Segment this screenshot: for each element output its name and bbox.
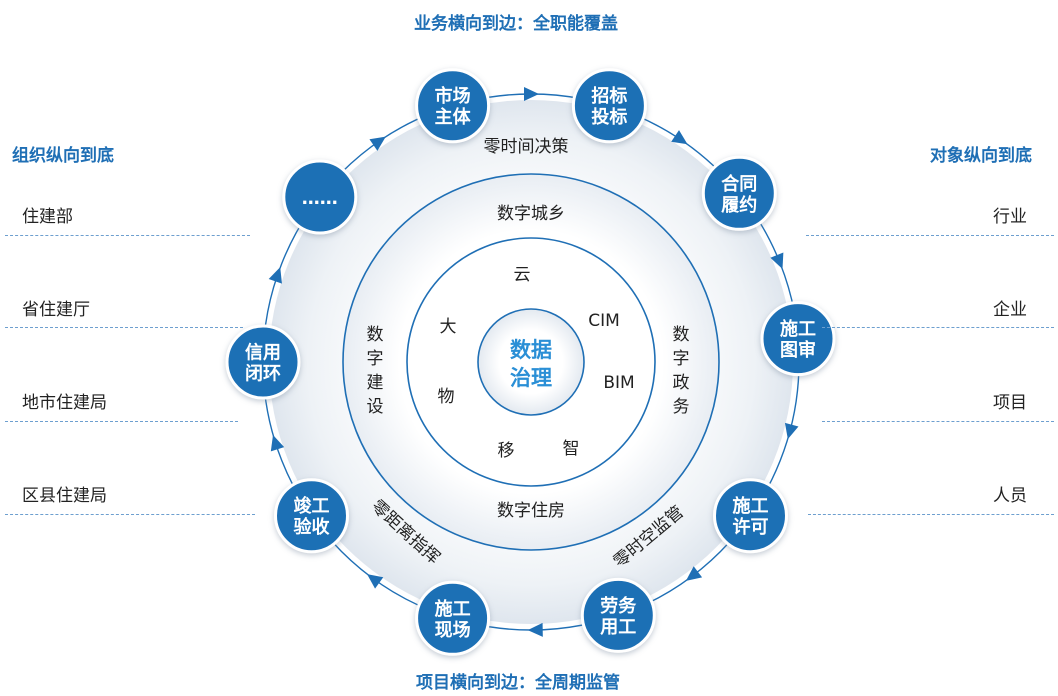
left-item-city: 地市住建局 xyxy=(22,393,107,413)
node-label: 市场 xyxy=(435,85,471,107)
right-title: 对象纵向到底 xyxy=(930,146,1032,166)
orbit-arrows xyxy=(268,87,799,637)
node-circle xyxy=(713,478,788,554)
node-label: 许可 xyxy=(733,516,769,538)
orbit-arrow xyxy=(784,422,799,440)
node-label: 施工 xyxy=(780,318,816,340)
node-label: 招标 xyxy=(591,85,627,107)
left-item-county: 区县住建局 xyxy=(22,486,107,506)
node-label: 用工 xyxy=(600,617,636,638)
middle-label-top: 数字城乡 xyxy=(497,204,565,224)
node-label: 投标 xyxy=(591,106,627,128)
node-label: 图审 xyxy=(780,339,816,361)
left-divider xyxy=(5,235,250,236)
node-label: 信用 xyxy=(245,342,281,364)
orbit-arrow xyxy=(527,622,543,637)
orbit-arrow xyxy=(367,574,384,589)
node-circle xyxy=(571,68,647,144)
orbit-arrow xyxy=(524,87,539,101)
orbit-arrow xyxy=(671,130,688,145)
orbit-arrow xyxy=(685,566,703,581)
ring-label-top: 零时间决策 xyxy=(484,137,569,157)
top-title: 业务横向到边：全职能覆盖 xyxy=(414,14,618,34)
right-divider xyxy=(822,327,1054,328)
left-item-ministry: 住建部 xyxy=(22,207,73,227)
right-divider xyxy=(808,514,1054,515)
bottom-title: 项目横向到边：全周期监管 xyxy=(416,673,620,693)
node-label: …… xyxy=(302,188,338,209)
node-circle xyxy=(760,301,836,377)
right-divider xyxy=(822,421,1054,422)
node-label: 施工 xyxy=(435,598,471,620)
right-divider xyxy=(806,235,1054,236)
node-label: 施工 xyxy=(733,495,769,517)
left-divider xyxy=(5,514,255,515)
orbit-arrow xyxy=(270,434,285,452)
right-item-project: 项目 xyxy=(993,393,1027,413)
left-divider xyxy=(5,327,243,328)
node-label: 主体 xyxy=(435,106,472,128)
inner-label-mobile: 移 xyxy=(498,441,515,461)
node-label: 验收 xyxy=(294,516,330,538)
inner-label-smart: 智 xyxy=(563,439,580,459)
inner-label-big: 大 xyxy=(440,317,457,337)
right-item-personnel: 人员 xyxy=(993,486,1027,506)
node-circle xyxy=(225,324,301,400)
orbit-arrow xyxy=(369,136,386,151)
node-more: …… xyxy=(282,159,358,235)
center-circle xyxy=(477,308,585,416)
node-circle xyxy=(415,68,491,144)
node-label: 竣工 xyxy=(294,495,330,517)
node-label: 履约 xyxy=(721,194,757,216)
node-circle xyxy=(415,580,491,656)
inner-label-bim: BIM xyxy=(603,373,634,393)
center-line-1: 数据 xyxy=(510,338,552,362)
orbit-arrow xyxy=(770,252,784,270)
left-item-province: 省住建厅 xyxy=(22,300,90,320)
center-line-2: 治理 xyxy=(510,366,552,390)
node-circle xyxy=(282,159,358,235)
middle-label-left: 数字建设 xyxy=(367,325,384,417)
node-label: 合同 xyxy=(721,173,757,195)
left-divider xyxy=(5,421,238,422)
node-circle xyxy=(701,155,777,231)
inner-label-cloud: 云 xyxy=(514,265,531,285)
orbit-arrow xyxy=(268,267,282,284)
right-item-industry: 行业 xyxy=(993,207,1027,227)
inner-label-iot: 物 xyxy=(438,387,455,407)
orbit-nodes: 市场主体招标投标合同履约施工图审施工许可劳务用工施工现场竣工验收信用闭环…… xyxy=(225,68,836,656)
node-circle xyxy=(274,478,349,554)
node-label: 劳务 xyxy=(600,595,637,617)
node-label: 闭环 xyxy=(245,363,281,385)
middle-label-bottom: 数字住房 xyxy=(497,501,565,521)
node-circle xyxy=(580,577,656,653)
left-title: 组织纵向到底 xyxy=(12,146,114,166)
right-item-enterprise: 企业 xyxy=(993,300,1027,320)
middle-label-right: 数字政务 xyxy=(673,325,690,417)
node-label: 现场 xyxy=(435,620,471,641)
inner-label-cim: CIM xyxy=(588,311,620,331)
